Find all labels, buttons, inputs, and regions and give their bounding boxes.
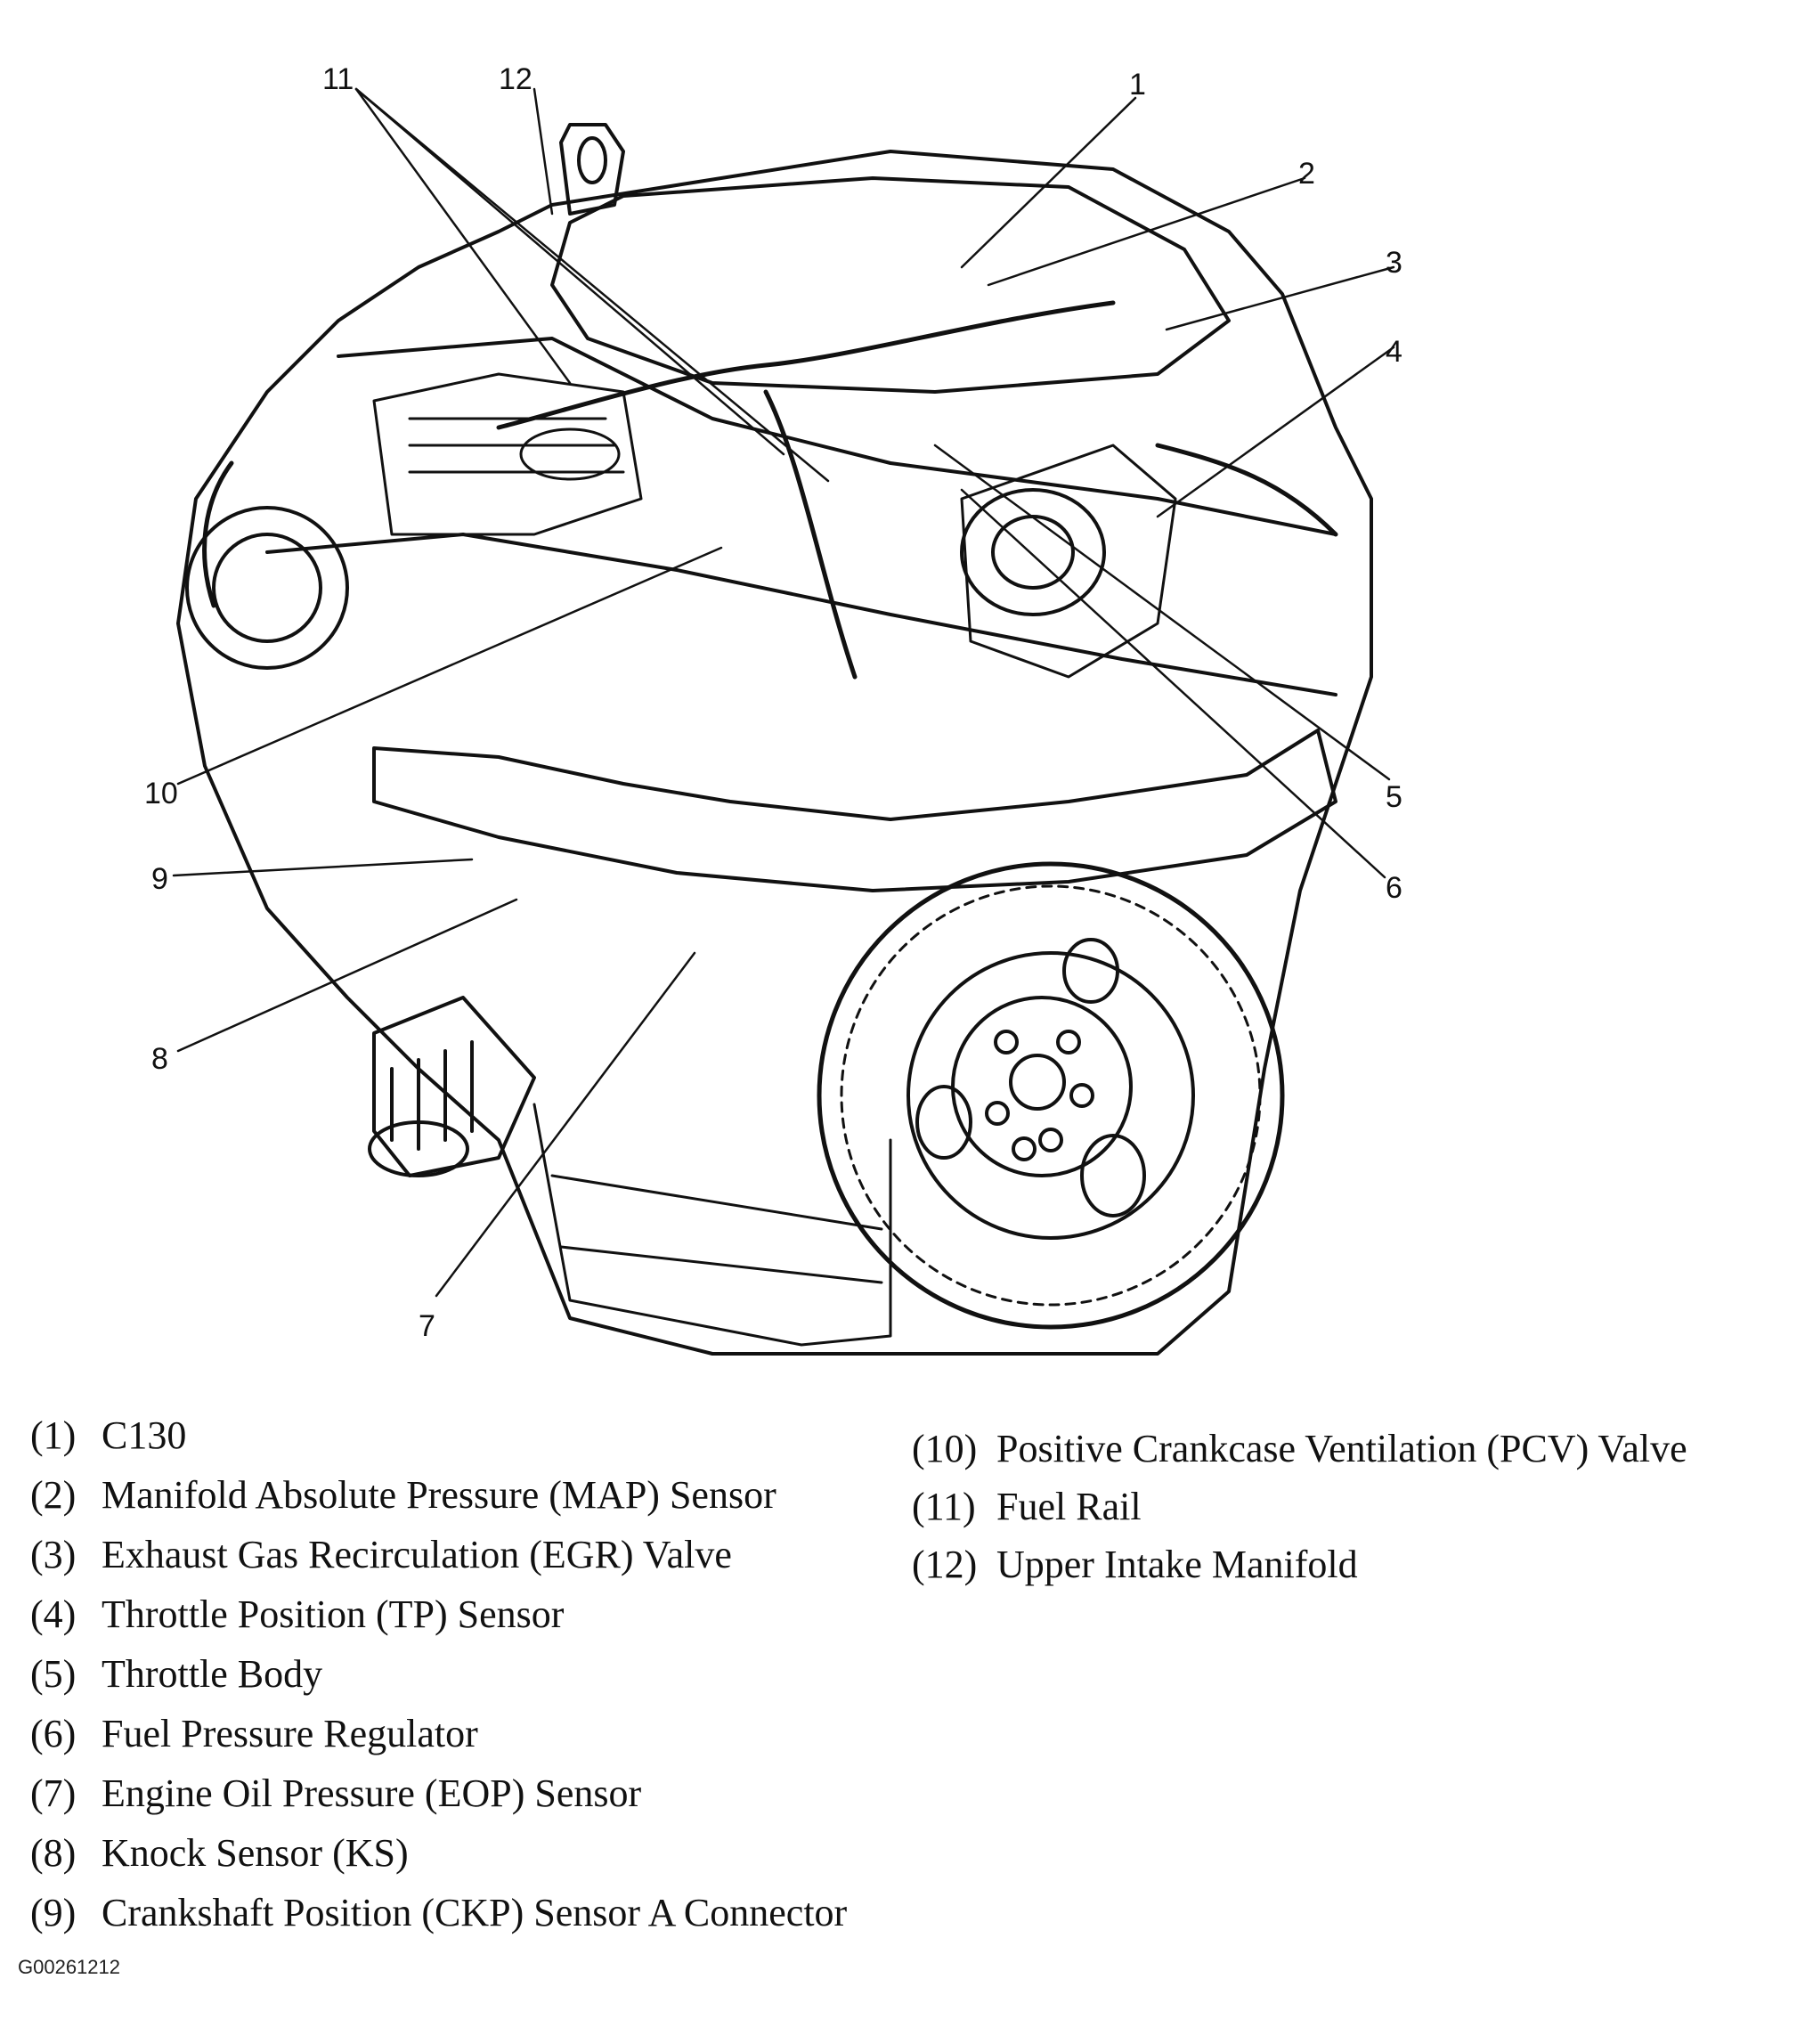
callout-1: 1 (1129, 68, 1146, 102)
legend-text: Engine Oil Pressure (EOP) Sensor (102, 1771, 642, 1815)
legend-number: (8) (30, 1831, 77, 1875)
callout-3: 3 (1386, 246, 1402, 280)
legend-text: Knock Sensor (KS) (102, 1831, 409, 1875)
legend-text: Positive Crankcase Ventilation (PCV) Val… (996, 1427, 1687, 1470)
legend-text: Upper Intake Manifold (996, 1543, 1358, 1586)
oil-filter (368, 996, 536, 1177)
legend-item-2: (2) Manifold Absolute Pressure (MAP) Sens… (30, 1476, 776, 1515)
legend-number: (12) (912, 1543, 978, 1586)
callout-8: 8 (151, 1042, 168, 1076)
callout-9: 9 (151, 862, 168, 896)
hoses (202, 300, 1338, 680)
callout-2: 2 (1298, 157, 1315, 191)
legend-item-1: (1) C130 (30, 1416, 186, 1455)
engine-block-outline (176, 150, 1373, 1356)
legend-item-4: (4) Throttle Position (TP) Sensor (30, 1595, 564, 1634)
callout-6: 6 (1386, 871, 1402, 905)
legend-number: (10) (912, 1427, 978, 1470)
legend-text: Fuel Rail (996, 1485, 1142, 1528)
legend-item-11: (11) Fuel Rail (912, 1487, 1142, 1527)
lifting-bracket (559, 123, 625, 216)
legend-number: (5) (30, 1652, 77, 1696)
legend-number: (7) (30, 1771, 77, 1815)
legend-item-3: (3) Exhaust Gas Recirculation (EGR) Valve (30, 1535, 732, 1575)
legend-number: (9) (30, 1891, 77, 1934)
legend-text: Throttle Body (102, 1652, 323, 1696)
legend-item-5: (5) Throttle Body (30, 1655, 322, 1694)
legend-item-7: (7) Engine Oil Pressure (EOP) Sensor (30, 1774, 641, 1813)
callout-12: 12 (499, 62, 533, 96)
legend-text: Manifold Absolute Pressure (MAP) Sensor (102, 1473, 776, 1517)
legend-item-6: (6) Fuel Pressure Regulator (30, 1714, 478, 1754)
water-pump-pulley (185, 506, 349, 670)
callout-11: 11 (322, 62, 354, 96)
legend-number: (11) (912, 1485, 976, 1528)
legend-number: (2) (30, 1473, 77, 1517)
exhaust-manifold (372, 729, 1337, 892)
legend-item-12: (12) Upper Intake Manifold (912, 1545, 1358, 1584)
legend-text: C130 (102, 1413, 187, 1457)
engine-illustration (172, 87, 1395, 1356)
legend-text: Throttle Position (TP) Sensor (102, 1592, 565, 1636)
oil-pan (533, 1103, 892, 1347)
legend-item-8: (8) Knock Sensor (KS) (30, 1834, 409, 1873)
legend-text: Fuel Pressure Regulator (102, 1712, 478, 1755)
flywheel (817, 861, 1285, 1330)
callout-4: 4 (1386, 335, 1402, 369)
callout-7: 7 (419, 1309, 435, 1343)
callout-10: 10 (144, 777, 178, 810)
throttle-body (960, 444, 1177, 679)
legend-text: Exhaust Gas Recirculation (EGR) Valve (102, 1533, 732, 1576)
legend-number: (6) (30, 1712, 77, 1755)
leader-lines (172, 87, 1395, 1298)
legend-item-10: (10) Positive Crankcase Ventilation (PCV)… (912, 1429, 1687, 1469)
valve-cover (372, 372, 643, 536)
callout-5: 5 (1386, 780, 1402, 814)
figure-id: G00261212 (18, 1956, 120, 1978)
legend-number: (3) (30, 1533, 77, 1576)
legend-text: Crankshaft Position (CKP) Sensor A Conne… (102, 1891, 848, 1934)
legend-number: (1) (30, 1413, 77, 1457)
legend-number: (4) (30, 1592, 77, 1636)
legend-item-9: (9) Crankshaft Position (CKP) Sensor A Co… (30, 1893, 847, 1933)
